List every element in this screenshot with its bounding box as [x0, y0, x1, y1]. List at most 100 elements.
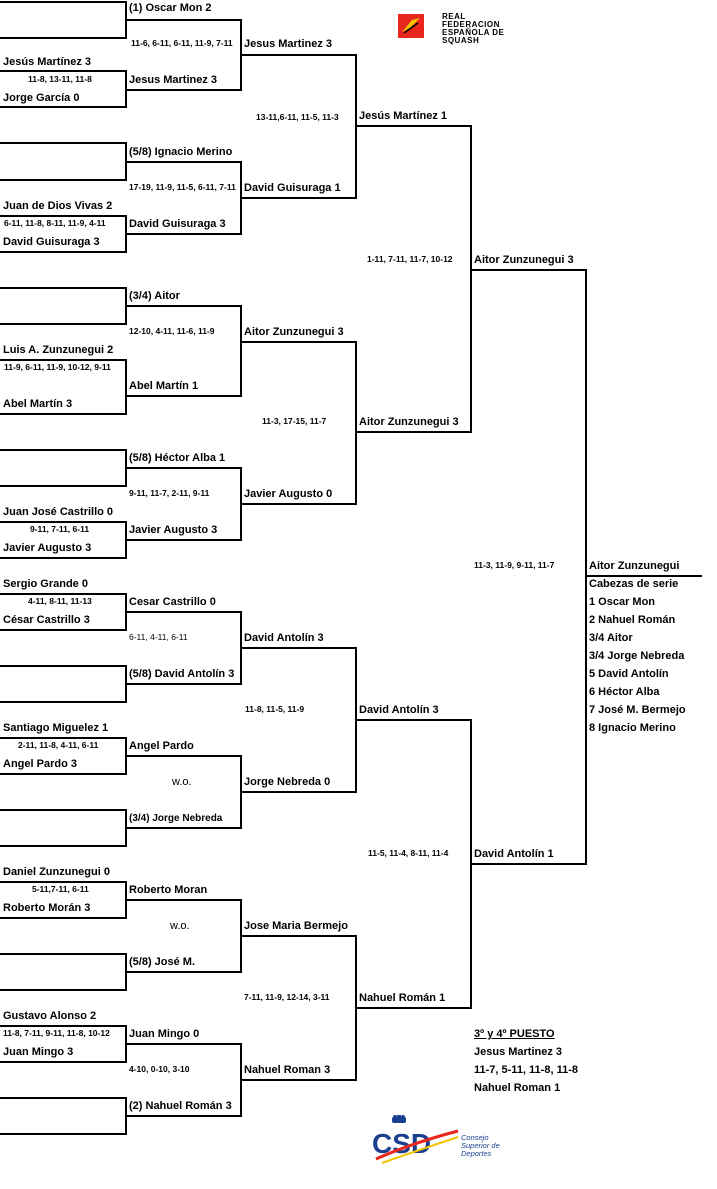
r1-jorge-garcia: Jorge García 0 [3, 92, 80, 104]
third-place-winner: Jesus Martinez 3 [474, 1046, 563, 1058]
qf-david-antolin: David Antolín 3 [359, 704, 439, 716]
line-r1-m3 [0, 142, 127, 181]
r2-score-a-am: 12-10, 4-11, 11-6, 11-9 [129, 326, 215, 336]
r2-score-ha-ja: 9-11, 11-7, 2-11, 9-11 [129, 488, 210, 498]
r1-nahuel-roman: (2) Nahuel Román 3 [129, 1100, 232, 1112]
line-r4-m2 [356, 719, 472, 1009]
r1-sergio-grande: Sergio Grande 0 [3, 578, 88, 590]
line-r1-m12 [0, 809, 127, 847]
seed-6: 6 Héctor Alba [589, 686, 660, 698]
r2-roberto-moran-b: Roberto Moran [129, 884, 208, 896]
third-place-score: 11-7, 5-11, 11-8, 11-8 [474, 1064, 578, 1076]
rfes-line-2: FEDERACION [442, 20, 500, 29]
qf-aitor-zunzunegui: Aitor Zunzunegui 3 [359, 416, 459, 428]
r1-score-dz-rm: 5-11,7-11, 6-11 [32, 884, 89, 894]
r1-ignacio-merino: (5/8) Ignacio Merino [129, 146, 233, 158]
r3-jose-maria-bermejo: Jose Maria Bermejo [244, 920, 348, 932]
r2-jesus-martinez-b: Jesus Martinez 3 [244, 38, 333, 50]
seed-8: 8 Ignacio Merino [589, 722, 676, 734]
r2-wo-b: w.o. [170, 920, 190, 932]
r2-score-jm-nr: 4-10, 0-10, 3-10 [129, 1064, 190, 1074]
r2-score-om-jm: 11-6, 6-11, 6-11, 11-9, 7-11 [131, 38, 233, 48]
line-r1-m10 [0, 665, 127, 703]
r2-david-guisuraga-b: David Guisuraga 3 [129, 218, 226, 230]
rfes-line-1: REAL [442, 12, 466, 21]
r3-aitor-zunzunegui: Aitor Zunzunegui 3 [244, 326, 344, 338]
sf-aitor-zunzunegui: Aitor Zunzunegui 3 [474, 254, 574, 266]
r1-oscar-mon: (1) Oscar Mon 2 [129, 2, 212, 14]
line-r3-m1 [241, 54, 357, 199]
csd-line-1: Consejo [461, 1133, 489, 1142]
csd-logo-icon: CSD [372, 1115, 459, 1164]
r1-javier-augusto-a: Javier Augusto 3 [3, 542, 92, 554]
rfes-logo-text: REAL FEDERACION ESPAÑOLA DE SQUASH [442, 13, 504, 45]
r3-score-da-jn: 11-8, 11-5, 11-9 [245, 704, 305, 714]
rfes-logo-icon [398, 14, 424, 38]
r2-angel-pardo-b: Angel Pardo [129, 740, 194, 752]
r2-score-cc-da: 6-11, 4-11, 6-11 [129, 632, 188, 642]
r1-jesus-martinez-a: Jesús Martínez 3 [3, 56, 92, 68]
line-r3-m2 [241, 341, 357, 505]
sf-david-antolin: David Antolín 1 [474, 848, 554, 860]
r1-gustavo-alonso: Gustavo Alonso 2 [3, 1010, 97, 1022]
r2-juan-mingo-b: Juan Mingo 0 [129, 1028, 200, 1040]
r2-jesus-martinez-c: Jesus Martinez 3 [129, 74, 218, 86]
r1-santiago-miguelez: Santiago Miguelez 1 [3, 722, 109, 734]
r1-score-jjc-ja: 9-11, 7-11, 6-11 [30, 524, 90, 534]
line-r1-m16 [0, 1097, 127, 1135]
r1-cesar-castrillo-a: César Castrillo 3 [3, 614, 90, 626]
r3-score-jmb-nr: 7-11, 11-9, 12-14, 3-11 [244, 992, 330, 1002]
r2-abel-martin-b: Abel Martín 1 [129, 380, 199, 392]
r1-hector-alba: (5/8) Héctor Alba 1 [129, 452, 226, 464]
r1-score-ga-jm: 11-8, 7-11, 9-11, 11-8, 10-12 [3, 1028, 110, 1038]
line-r4-m1 [356, 125, 472, 433]
seed-1: 1 Oscar Mon [589, 596, 656, 608]
r1-score-jdv-dg: 6-11, 11-8, 8-11, 11-9, 4-11 [4, 218, 106, 228]
r1-david-guisuraga-a: David Guisuraga 3 [3, 236, 100, 248]
r1-jose-m: (5/8) José M. [129, 956, 196, 968]
line-r5-m1 [471, 269, 587, 865]
r3-javier-augusto: Javier Augusto 0 [244, 488, 333, 500]
seed-3: 3/4 Aitor [589, 632, 633, 644]
seed-4: 3/4 Jorge Nebreda [589, 650, 685, 662]
r1-david-antolin: (5/8) David Antolín 3 [129, 668, 235, 680]
qf-score-jm-az: 1-11, 7-11, 11-7, 10-12 [367, 254, 453, 264]
r1-juan-mingo-a: Juan Mingo 3 [3, 1046, 74, 1058]
r1-score-lz-am: 11-9, 6-11, 11-9, 10-12, 9-11 [4, 362, 111, 372]
seed-2: 2 Nahuel Román [589, 614, 676, 626]
r3-score-az-ja: 11-3, 17-15, 11-7 [262, 416, 327, 426]
third-place-loser: Nahuel Roman 1 [474, 1082, 561, 1094]
seed-5: 5 David Antolín [589, 668, 669, 680]
rfes-line-3: ESPAÑOLA DE [442, 28, 505, 37]
seed-7: 7 José M. Bermejo [589, 704, 686, 716]
qf-jesus-martinez: Jesús Martínez 1 [359, 110, 448, 122]
r2-javier-augusto-b: Javier Augusto 3 [129, 524, 218, 536]
r1-daniel-zunzunegui: Daniel Zunzunegui 0 [3, 866, 110, 878]
csd-line-3: Deportes [461, 1149, 492, 1158]
line-r2-m3 [126, 305, 242, 397]
r1-juan-de-dios-vivas: Juan de Dios Vivas 2 [3, 200, 113, 212]
line-r1-m1 [0, 1, 127, 39]
csd-mark: CSD [372, 1128, 431, 1159]
sf-score-az-da: 11-3, 11-9, 9-11, 11-7 [474, 560, 555, 570]
line-r1-m14 [0, 953, 127, 991]
rfes-line-4: SQUASH [442, 36, 480, 45]
r2-wo-a: w.o. [172, 776, 192, 788]
line-r3-m4 [241, 935, 357, 1081]
r2-score-im-dg: 17-19, 11-9, 11-5, 6-11, 7-11 [129, 182, 236, 192]
qf-score-da-nr: 11-5, 11-4, 8-11, 11-4 [368, 848, 449, 858]
r3-nahuel-roman: Nahuel Roman 3 [244, 1064, 331, 1076]
r1-score-sg-cc: 4-11, 8-11, 11-13 [28, 596, 92, 606]
r1-score-jm-jg: 11-8, 13-11, 11-8 [28, 74, 92, 84]
r3-david-guisuraga: David Guisuraga 1 [244, 182, 341, 194]
line-r3-m3 [241, 647, 357, 793]
csd-line-2: Superior de [461, 1141, 500, 1150]
r1-score-sm-ap: 2-11, 11-8, 4-11, 6-11 [18, 740, 99, 750]
r2-cesar-castrillo-b: Cesar Castrillo 0 [129, 596, 216, 608]
r1-roberto-moran-a: Roberto Morán 3 [3, 902, 91, 914]
r3-david-antolin: David Antolín 3 [244, 632, 324, 644]
r3-score-jm-dg: 13-11,6-11, 11-5, 11-3 [256, 112, 339, 122]
r3-jorge-nebreda: Jorge Nebreda 0 [244, 776, 331, 788]
